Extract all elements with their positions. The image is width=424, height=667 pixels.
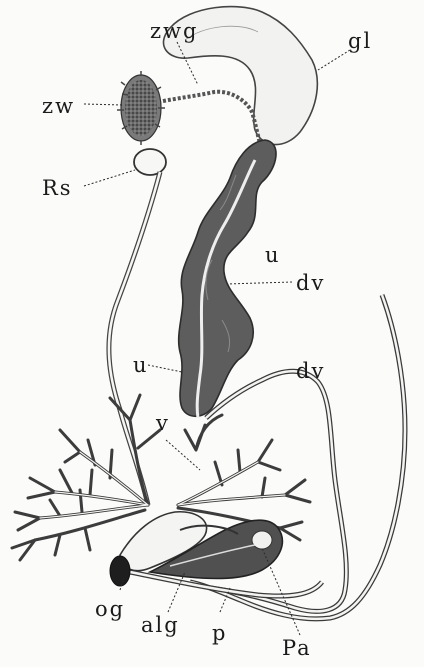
label-v: v (155, 411, 170, 435)
label-zwg: zwg (150, 19, 198, 43)
hermaphrodite-duct (158, 92, 262, 150)
label-gl: gl (348, 29, 372, 53)
label-dv-lower: dv (296, 359, 325, 383)
label-dv-upper: dv (296, 271, 325, 295)
label-pa: Pa (282, 636, 312, 660)
label-u-lower: u (133, 353, 149, 377)
label-alg: alg (141, 613, 180, 637)
hermaphrodite-gland (117, 71, 165, 145)
label-rs: Rs (42, 176, 73, 200)
genital-opening (110, 556, 130, 586)
label-og: og (95, 597, 125, 621)
label-u-upper: u (265, 243, 281, 267)
label-p: p (212, 621, 227, 645)
receptaculum-seminis (134, 149, 166, 175)
label-zw: zw (42, 94, 75, 118)
uterus (179, 140, 276, 416)
